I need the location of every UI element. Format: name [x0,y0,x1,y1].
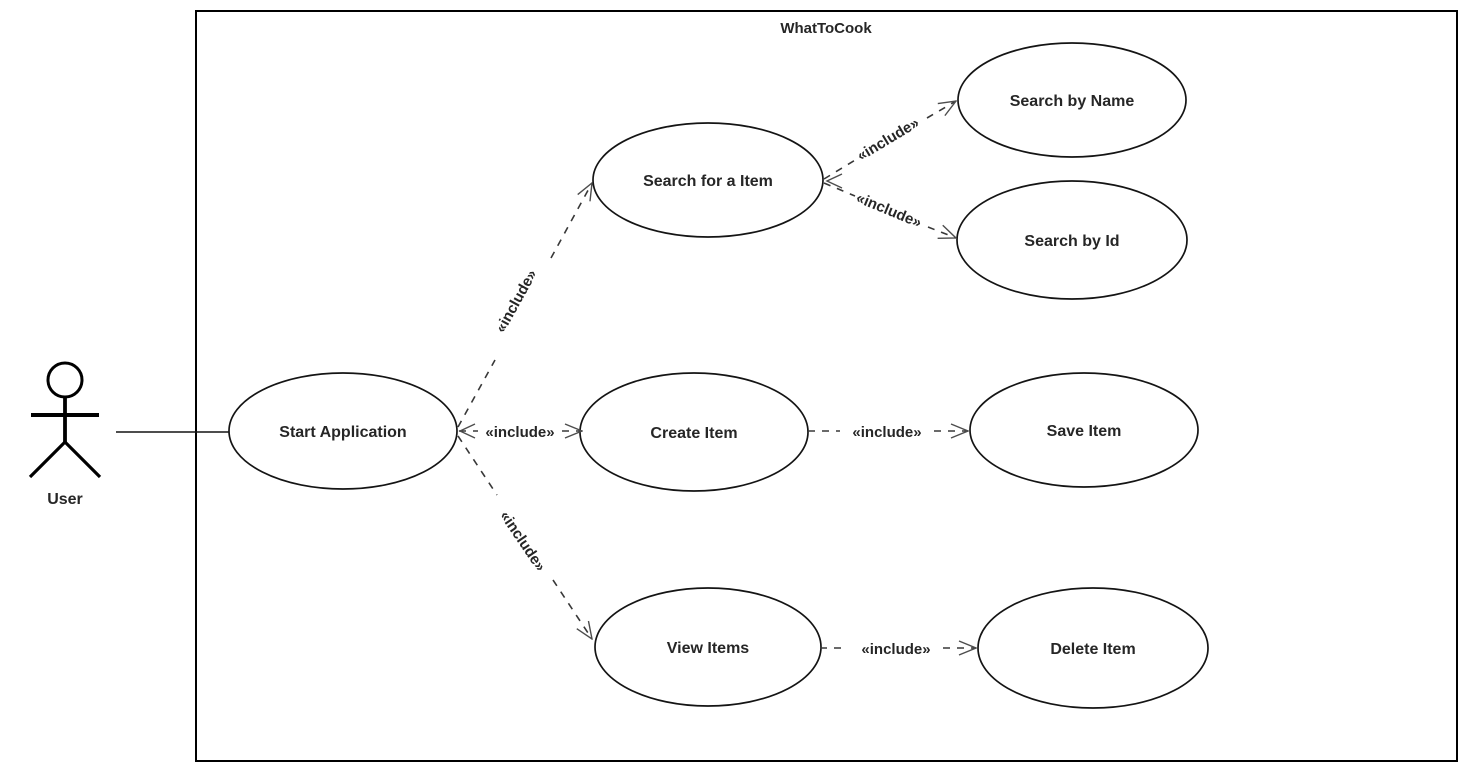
search-for-a-item-label: Search for a Item [643,173,773,190]
use-case-save-item: Save Item [969,372,1199,488]
start-application-ellipse [228,372,458,490]
include-edge-search-to-search-by-id [823,182,956,238]
arrowhead-into-start-application [458,423,476,439]
use-case-start-application: Start Application [228,372,458,490]
include-label-start-view: «include» [496,508,549,575]
search-by-name-label: Search by Name [1010,93,1135,110]
include-label-search-byname: «include» [854,114,922,164]
include-edge-start-to-search-for-a-item [457,183,592,428]
search-by-id-ellipse [956,180,1188,300]
include-edge-start-to-view-items [457,435,592,639]
delete-item-ellipse [977,587,1209,709]
include-label-start-create: «include» [485,424,554,441]
search-for-a-item-ellipse [592,122,824,238]
include-label-start-search: «include» [492,267,540,336]
search-by-name-ellipse [957,42,1187,158]
include-label-search-byid: «include» [854,189,924,231]
view-items-ellipse [594,587,822,707]
include-label-view-delete: «include» [861,641,930,658]
include-label-create-save: «include» [852,424,921,441]
save-item-ellipse [969,372,1199,488]
view-items-label: View Items [667,640,750,657]
search-by-id-label: Search by Id [1024,233,1119,250]
arrowhead-into-search-for-a-item [825,173,843,189]
include-edge-search-to-search-by-name [823,101,956,180]
system-title: WhatToCook [780,20,872,37]
use-case-create-item: Create Item [579,372,809,492]
use-case-delete-item: Delete Item [977,587,1209,709]
actor-leg-left [28,440,67,479]
use-case-view-items: View Items [594,587,822,707]
start-application-label: Start Application [279,424,406,441]
actor-head [46,361,84,399]
actor-user: User [28,361,102,508]
use-case-search-by-id: Search by Id [956,180,1188,300]
actor-label: User [47,491,83,508]
system-boundary [195,10,1458,762]
actor-leg-right [63,440,102,479]
use-case-search-for-a-item: Search for a Item [592,122,824,238]
delete-item-label: Delete Item [1050,641,1135,658]
create-item-label: Create Item [650,425,737,442]
use-case-search-by-name: Search by Name [957,42,1187,158]
save-item-label: Save Item [1047,423,1122,440]
